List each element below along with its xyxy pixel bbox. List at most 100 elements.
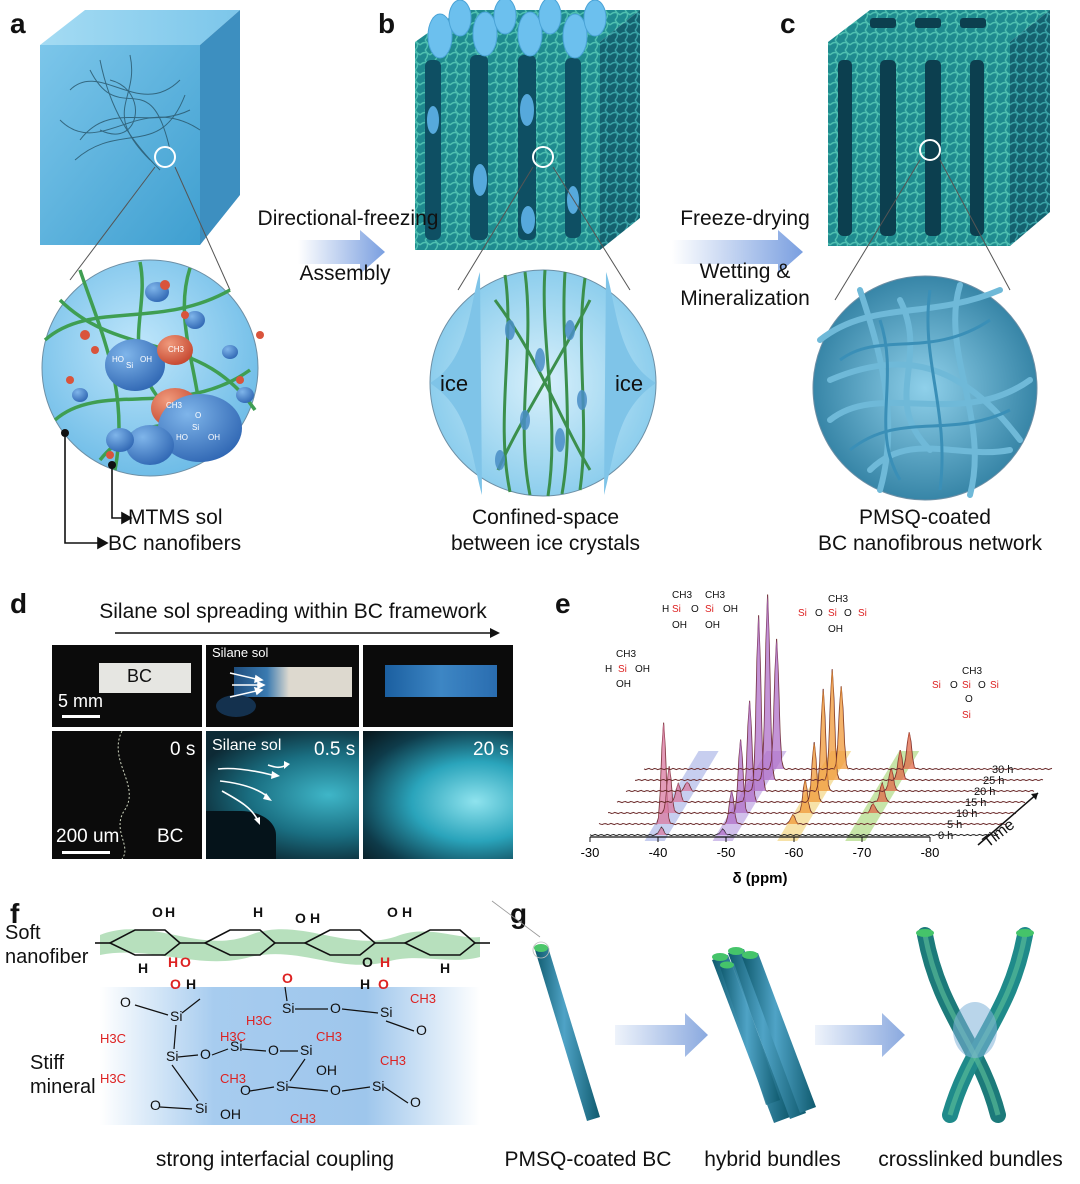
sol-o-label: O bbox=[195, 411, 201, 420]
scale-200um-label: 200 um bbox=[56, 826, 120, 847]
wetting-label: Wetting & bbox=[699, 260, 791, 283]
bc-strip-label: BC bbox=[127, 666, 153, 686]
nmr-series-label: 25 h bbox=[983, 775, 1004, 787]
f-o-b4: O bbox=[200, 1046, 211, 1062]
nmr-peak-fill bbox=[714, 829, 731, 835]
svg-text:H: H bbox=[662, 604, 669, 615]
svg-text:Si: Si bbox=[932, 680, 941, 691]
nmr-x-tick-label: -50 bbox=[717, 845, 736, 860]
f-covalent-o: O bbox=[282, 970, 293, 986]
nmr-series-label: 30 h bbox=[992, 764, 1013, 776]
structure-t3: Si O Si O Si CH3 O Si bbox=[932, 666, 999, 721]
structure-t1: H Si O Si OH CH3 CH3 OH OH bbox=[662, 590, 738, 631]
f-hbond-o-3: O bbox=[362, 954, 373, 970]
panel-a-leader-lines bbox=[64, 433, 133, 550]
time-0s-label: 0 s bbox=[170, 739, 196, 760]
arrow-b-to-c[interactable] bbox=[672, 230, 803, 274]
sol-si-label: Si bbox=[126, 361, 133, 370]
nmr-peak-fill bbox=[768, 639, 785, 769]
photo-sol-spread bbox=[363, 645, 513, 727]
svg-text:OH: OH bbox=[672, 620, 687, 631]
f-si-8: Si bbox=[372, 1078, 384, 1094]
siloxane-bonds bbox=[134, 986, 415, 1110]
sol-ch3-label: CH3 bbox=[168, 345, 185, 354]
svg-text:Si: Si bbox=[618, 664, 627, 675]
sol-front bbox=[234, 667, 289, 697]
svg-text:CH3: CH3 bbox=[828, 594, 848, 605]
scale-5mm-label: 5 mm bbox=[58, 691, 103, 711]
mineral-layer bbox=[100, 987, 480, 1125]
svg-text:O: O bbox=[844, 608, 852, 619]
interfacial-chemistry-diagram: O H H O H O H H H H O O H O O H H O Si S… bbox=[95, 904, 490, 1126]
nmr-peak-fill bbox=[797, 779, 814, 813]
f-ch3-4: CH3 bbox=[380, 1053, 406, 1068]
sol-oh-label-2: OH bbox=[208, 433, 220, 442]
time-axis-label: Time bbox=[980, 816, 1018, 851]
f-h-2: H bbox=[253, 904, 263, 920]
arrow-rod-to-bundle[interactable] bbox=[615, 1013, 708, 1057]
bc-micro-label: BC bbox=[157, 826, 184, 847]
structure-t0: Si H OH CH3 OH bbox=[605, 649, 650, 690]
sol-si-label-2: Si bbox=[192, 423, 199, 432]
f-si-7: Si bbox=[276, 1078, 288, 1094]
nmr-peak-fill bbox=[653, 827, 670, 835]
f-hbond-o-4: O bbox=[378, 976, 389, 992]
f-h-1: H bbox=[165, 904, 175, 920]
f-o-b1: O bbox=[120, 994, 131, 1010]
nmr-peak-fill bbox=[661, 766, 678, 813]
f-oh-1: OH bbox=[316, 1062, 337, 1078]
crosslinked-bundles-caption: crosslinked bundles bbox=[878, 1148, 1063, 1171]
panel-c-label: c bbox=[780, 8, 796, 39]
f-hbond-h-1: H bbox=[168, 954, 178, 970]
nmr-x-tick-label: -80 bbox=[921, 845, 940, 860]
f-o-2: O bbox=[295, 910, 306, 926]
f-h3c-1: H3C bbox=[220, 1029, 246, 1044]
arrow-bundle-to-crosslink[interactable] bbox=[815, 1013, 905, 1057]
pmsq-coated-bc-caption: PMSQ-coated BC bbox=[504, 1148, 672, 1171]
nmr-series-label: 20 h bbox=[974, 786, 995, 798]
time-20s-label: 20 s bbox=[473, 739, 509, 760]
f-ch3-2: CH3 bbox=[316, 1029, 342, 1044]
pmsq-coated-bc-rod bbox=[532, 941, 600, 1121]
pmsq-network-cube bbox=[828, 10, 1050, 246]
f-si-6: Si bbox=[300, 1042, 312, 1058]
sol-ch3-label-2: CH3 bbox=[166, 401, 183, 410]
nanofibrous-network-zoom-circle bbox=[812, 275, 1038, 501]
svg-text:O: O bbox=[950, 680, 958, 691]
mtms-sol-zoom-circle: Si HO OH CH3 CH3 Si HO OH O bbox=[41, 259, 264, 477]
f-o-b8: O bbox=[410, 1094, 421, 1110]
nmr-peak-fill bbox=[806, 742, 823, 802]
svg-text:Si: Si bbox=[672, 604, 681, 615]
panel-g-label: g bbox=[510, 898, 528, 929]
photo-sol-entering: Silane sol bbox=[206, 645, 359, 727]
nmr-trace-30-h bbox=[643, 638, 1053, 771]
f-h3c-4: H3C bbox=[100, 1071, 126, 1086]
stiff-label-1: Stiff bbox=[30, 1052, 65, 1074]
bundle-assembly-diagram bbox=[491, 900, 1034, 1123]
f-ch3-3: CH3 bbox=[220, 1071, 246, 1086]
f-o-b3: O bbox=[416, 1022, 427, 1038]
nmr-series-label: 10 h bbox=[956, 808, 977, 820]
svg-text:Si: Si bbox=[828, 608, 837, 619]
svg-text:OH: OH bbox=[635, 664, 650, 675]
svg-text:H: H bbox=[605, 664, 612, 675]
structure-t2: Si O Si O Si CH3 OH bbox=[798, 594, 867, 635]
bc-nanofibers-label: BC nanofibers bbox=[108, 532, 242, 555]
nmr-x-tick-label: -60 bbox=[785, 845, 804, 860]
svg-text:CH3: CH3 bbox=[672, 590, 692, 601]
f-si-2: Si bbox=[282, 1000, 294, 1016]
svg-text:O: O bbox=[691, 604, 699, 615]
scale-bar-bottom bbox=[62, 851, 110, 854]
freeze-drying-label: Freeze-drying bbox=[680, 207, 810, 230]
svg-text:OH: OH bbox=[705, 620, 720, 631]
soft-label-1: Soft bbox=[5, 922, 41, 944]
nmr-x-tick-label: -70 bbox=[853, 845, 872, 860]
arrow-a-to-b[interactable] bbox=[298, 230, 385, 274]
svg-text:Si: Si bbox=[798, 608, 807, 619]
f-hbond-h-4: H bbox=[360, 976, 370, 992]
f-h-5: H bbox=[138, 960, 148, 976]
nmr-series-label: 0 h bbox=[938, 830, 953, 842]
sol-drop bbox=[216, 695, 256, 717]
f-hbond-h-2: H bbox=[186, 976, 196, 992]
f-ch3-1: CH3 bbox=[410, 991, 436, 1006]
